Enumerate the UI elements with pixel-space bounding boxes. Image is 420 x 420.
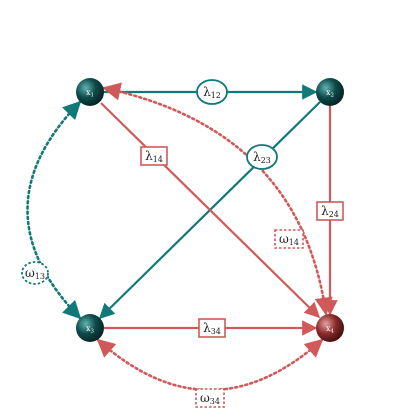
label-text-lambda24: λ24	[321, 204, 339, 219]
edge-label-lambda23: λ23	[246, 144, 278, 170]
edge-label-lambda12: λ12	[196, 79, 228, 105]
label-subscript: 34	[211, 327, 221, 336]
node-x4: x4	[316, 314, 344, 342]
node-label-x3: x3	[86, 324, 95, 335]
label-subscript: 14	[153, 155, 163, 164]
label-box	[140, 146, 168, 166]
label-subscript: 13	[35, 272, 45, 281]
node-x2: x2	[316, 78, 344, 106]
label-symbol: λ	[321, 204, 329, 218]
label-box	[316, 201, 344, 221]
edge-label-lambda14: λ14	[140, 146, 168, 166]
label-symbol: λ	[145, 149, 153, 163]
label-subscript: 14	[289, 238, 299, 247]
label-text-omega13: ω13	[25, 266, 45, 281]
edge-omega13	[26, 100, 82, 320]
label-symbol: ω	[200, 391, 210, 405]
label-ellipse	[196, 79, 228, 105]
label-symbol: ω	[25, 266, 35, 280]
node-label-x1: x1	[86, 88, 94, 99]
node-sphere	[316, 314, 344, 342]
node-x1: x1	[76, 78, 104, 106]
label-text-omega14: ω14	[279, 232, 299, 247]
label-ellipse	[246, 144, 278, 170]
node-x3: x3	[76, 314, 104, 342]
label-text-lambda34: λ34	[203, 321, 221, 336]
label-text-lambda23: λ23	[253, 150, 271, 165]
node-sphere	[76, 78, 104, 106]
edge-label-omega34: ω34	[195, 388, 225, 408]
node-layer: x1 x2 x3 x4	[76, 78, 344, 342]
label-ellipse	[21, 261, 49, 285]
label-text-lambda12: λ12	[203, 85, 221, 100]
label-subscript: 34	[210, 397, 220, 406]
label-symbol: ω	[279, 232, 289, 246]
label-box	[195, 388, 225, 408]
label-box	[198, 318, 226, 338]
edge-label-lambda24: λ24	[316, 201, 344, 221]
edge-omega34	[96, 338, 324, 392]
edge-label-lambda34: λ34	[198, 318, 226, 338]
label-subscript: 12	[211, 91, 221, 100]
node-sphere	[76, 314, 104, 342]
label-text-omega34: ω34	[200, 391, 220, 406]
edge-label-omega13: ω13	[21, 261, 49, 285]
edge-label-omega14: ω14	[274, 229, 304, 249]
node-sphere	[316, 78, 344, 106]
node-label-x2: x2	[326, 88, 334, 99]
label-symbol: λ	[203, 85, 211, 99]
label-subscript: 24	[329, 210, 339, 219]
label-subscript: 23	[261, 156, 271, 165]
label-box	[274, 229, 304, 249]
label-symbol: λ	[253, 150, 261, 164]
label-text-lambda14: λ14	[145, 149, 163, 164]
node-label-x4: x4	[326, 324, 335, 335]
label-symbol: λ	[203, 321, 211, 335]
